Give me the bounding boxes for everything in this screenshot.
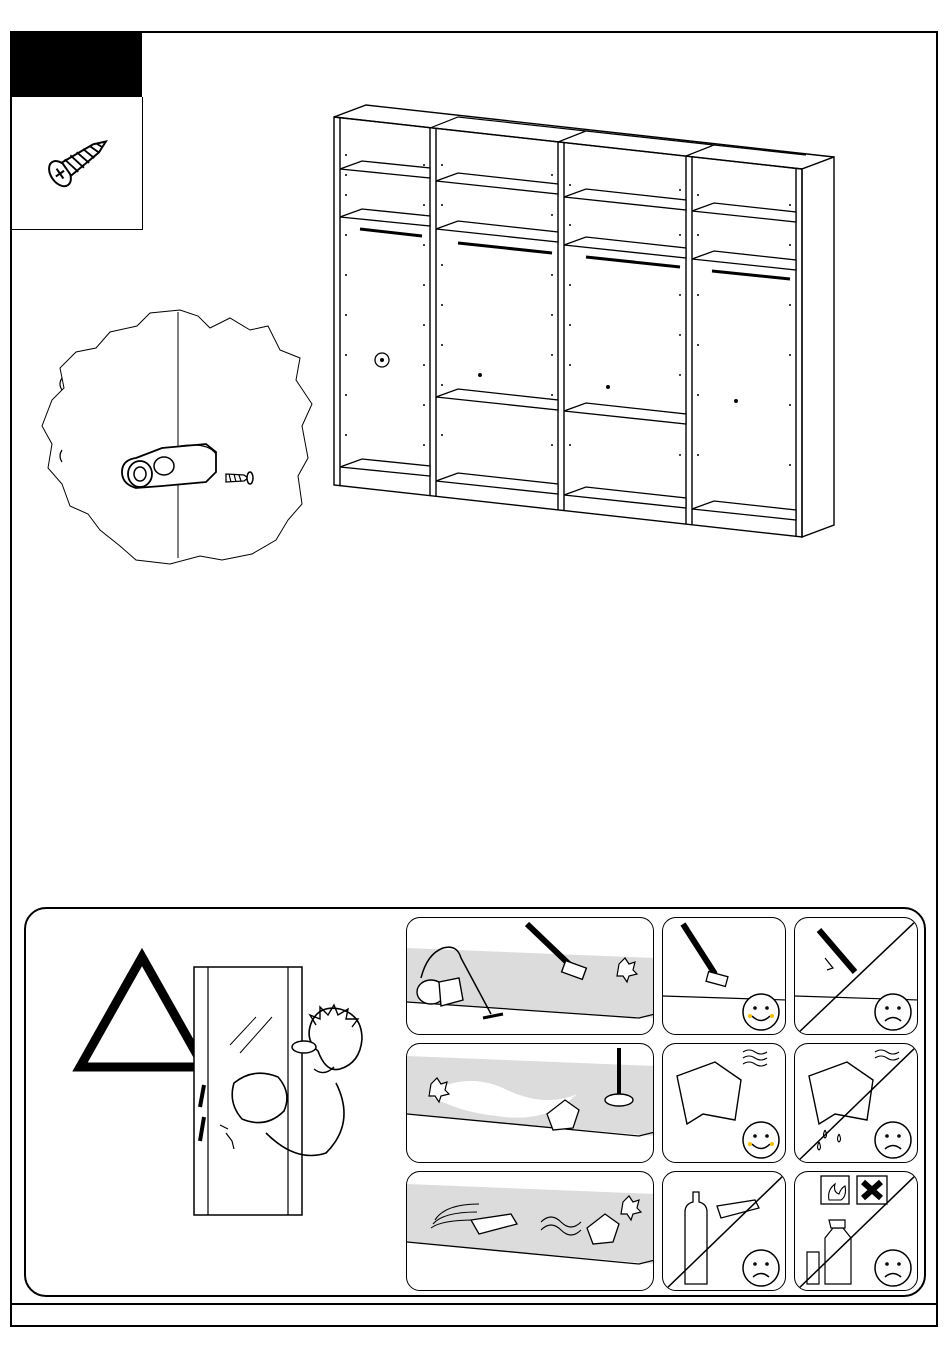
- care-tile-soft-brush: [662, 917, 786, 1035]
- care-tile-wipe: [406, 1043, 654, 1163]
- detail-callout: [40, 308, 340, 578]
- care-tile-vacuum: [406, 917, 654, 1035]
- smiley-happy-icon: [741, 992, 781, 1032]
- care-tile-wet-cloth: [794, 1043, 918, 1163]
- care-tile-damp-cloth: [662, 1043, 786, 1163]
- parts-box: [12, 97, 143, 230]
- step-number-tab: [12, 33, 142, 97]
- care-tile-dry-polish: [406, 1171, 654, 1291]
- step-number: [12, 43, 30, 87]
- sponge-icon: [407, 1172, 654, 1291]
- vacuum-cleaner-icon: [407, 918, 654, 1035]
- care-tile-solvent: [662, 1171, 786, 1291]
- care-tile-sharp-tool: [794, 917, 918, 1035]
- smiley-sad-icon: [741, 1248, 781, 1288]
- wardrobe-illustration: [326, 95, 846, 545]
- cloth-icon: [407, 1044, 654, 1163]
- smiley-sad-icon: [873, 1248, 913, 1288]
- care-tile-flammable-spray: [794, 1171, 918, 1291]
- person-cleaning-icon: [186, 965, 386, 1225]
- footer-rule: [10, 1303, 938, 1305]
- smiley-sad-icon: [873, 1120, 913, 1160]
- screw-icon: [12, 97, 143, 230]
- care-instructions-panel: [24, 907, 926, 1297]
- smiley-happy-icon: [741, 1120, 781, 1160]
- smiley-sad-icon: [873, 992, 913, 1032]
